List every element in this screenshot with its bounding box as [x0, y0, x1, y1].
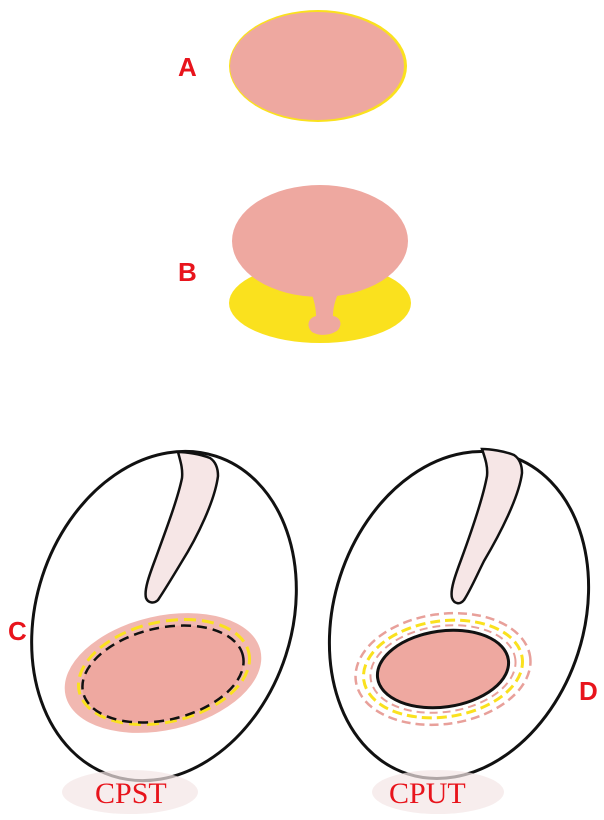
- panel-c-yellow-dashed-ring: [76, 617, 252, 727]
- panel-d-label: D: [579, 676, 598, 706]
- panel-d-inner-tissue: [375, 628, 511, 710]
- panel-a-tissue: [230, 12, 404, 120]
- panel-d-pink-dashed-ring-inner: [369, 624, 517, 714]
- panel-b: B: [178, 185, 411, 343]
- panel-b-label: B: [178, 257, 197, 287]
- panel-c-caption-shadow: [62, 770, 198, 814]
- panel-d-duct: [450, 447, 524, 605]
- panel-d-caption: CPUT: [389, 777, 466, 810]
- panel-a: A: [178, 10, 407, 122]
- panel-d-outer-outline: [327, 450, 591, 780]
- panel-b-stalk: [308, 292, 341, 335]
- panel-c-caption: CPST: [95, 777, 167, 810]
- panel-c-label: C: [8, 616, 27, 646]
- panel-d-caption-shadow: [372, 770, 504, 814]
- panel-c-duct: [144, 450, 220, 604]
- panel-d: D CPUT: [327, 447, 598, 814]
- panel-b-tissue-top: [232, 185, 408, 297]
- panel-d-pink-dashed-ring-outer: [354, 611, 532, 727]
- panel-c-black-dashed-ring: [81, 624, 245, 724]
- panel-c: C CPST: [8, 449, 298, 814]
- panel-c-inner-tissue: [82, 625, 244, 723]
- panel-d-yellow-dashed-ring: [361, 618, 525, 720]
- panel-a-label: A: [178, 52, 197, 82]
